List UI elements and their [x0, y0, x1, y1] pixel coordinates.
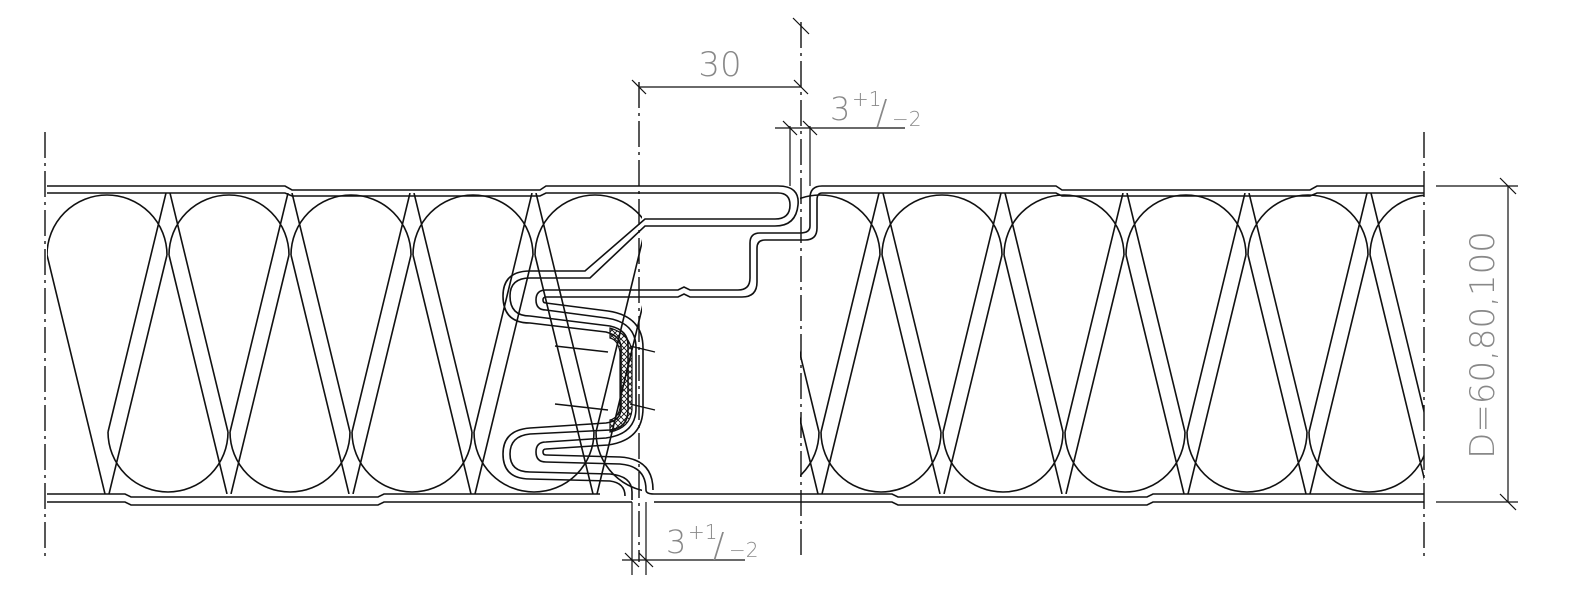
bottom-gap-main: 3: [666, 523, 686, 561]
insulation-right: [800, 193, 1424, 494]
bottom-gap-minus: −2: [729, 538, 758, 562]
top-gap-minus: −2: [892, 107, 921, 131]
top-gap-plus: +1: [852, 87, 881, 111]
insulation-left: [47, 193, 642, 494]
bottom-gap-plus: +1: [688, 520, 717, 544]
bottom-gap-slash: /: [713, 526, 724, 566]
top-gap-slash: /: [876, 93, 887, 133]
left-top-face: [47, 185, 799, 500]
sealing-gasket: [609, 327, 633, 433]
left-bottom-face: [47, 493, 600, 498]
joint-width-label: 30: [698, 45, 741, 85]
dimension-lines: [622, 17, 1518, 575]
dimension-labels: 30 3 +1 / −2 3 +1 / −2 D=60,80,100: [666, 45, 1503, 566]
right-bottom-face: [654, 493, 1424, 498]
break-lines: [44, 22, 1425, 562]
gasket-fins: [554, 345, 656, 411]
top-gap-main: 3: [830, 90, 850, 128]
right-top-face: [535, 185, 1424, 495]
panel-faces: [47, 185, 1424, 506]
thickness-label: D=60,80,100: [1463, 231, 1503, 459]
